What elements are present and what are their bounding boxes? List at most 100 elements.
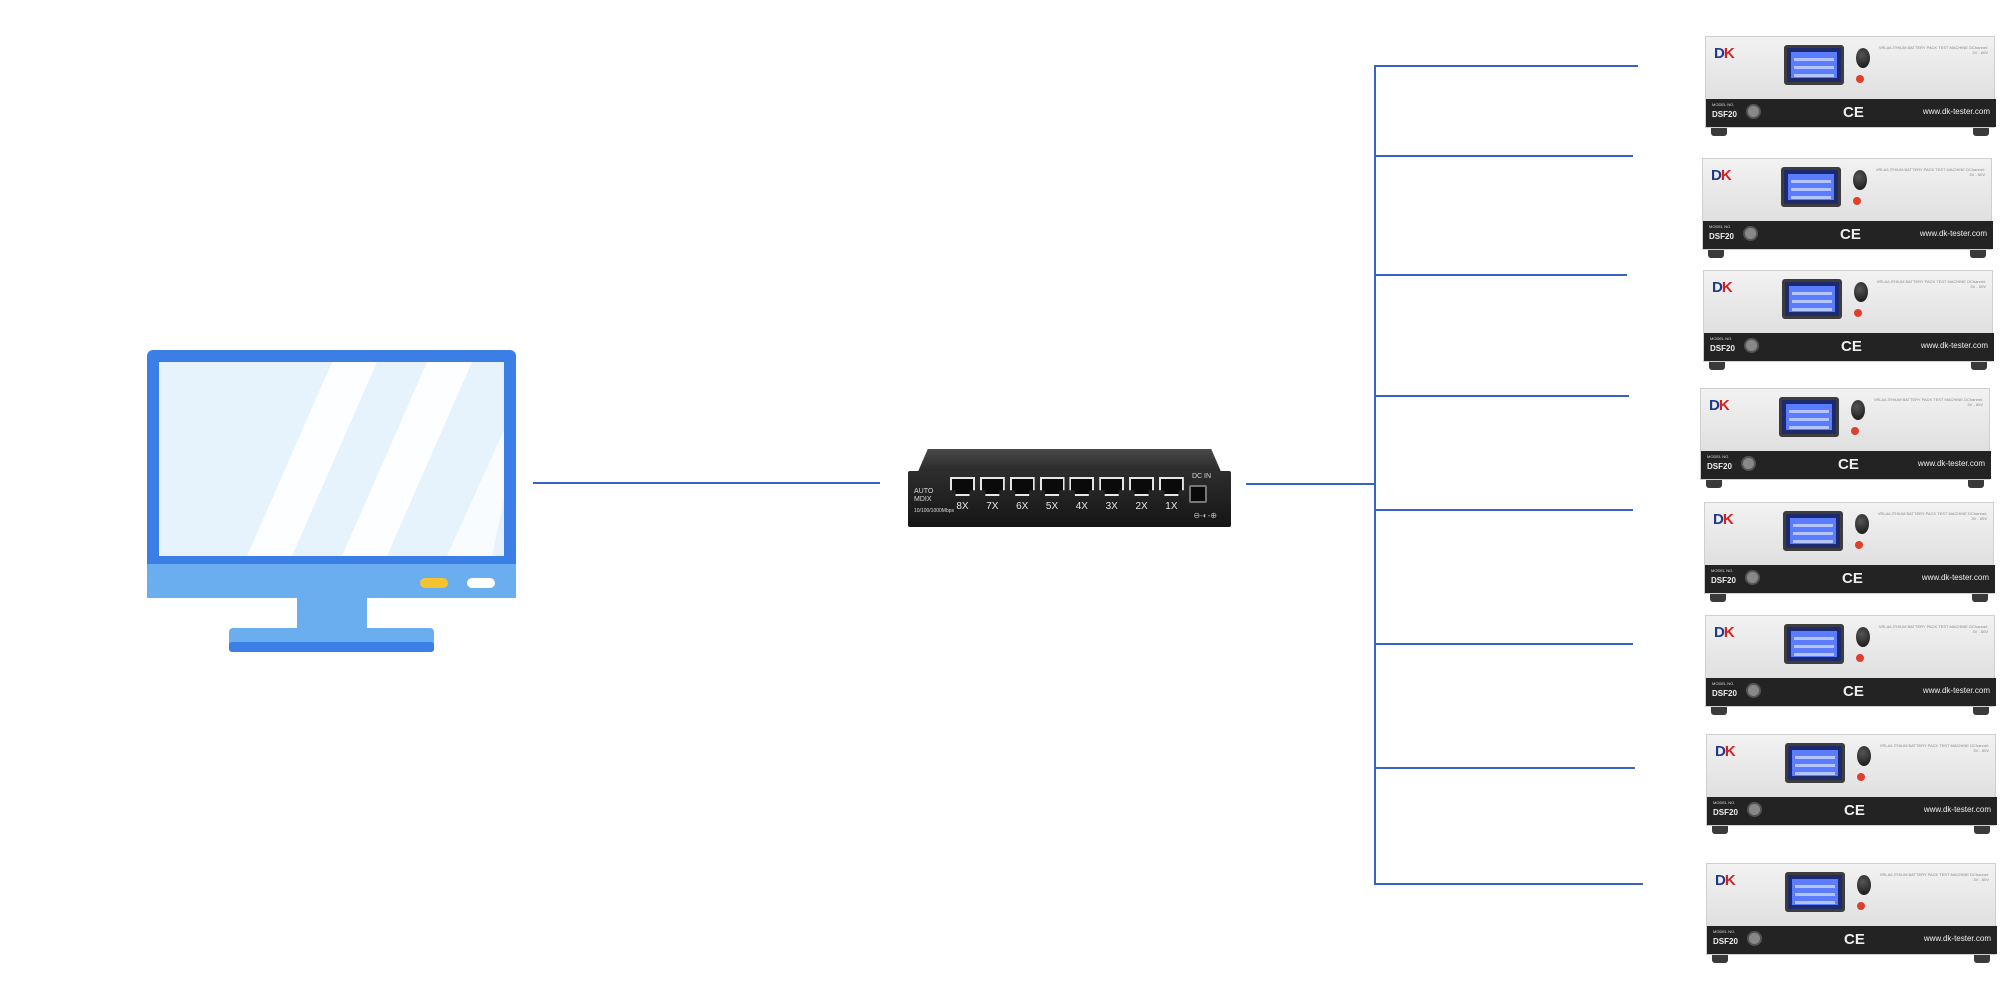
battery-tester-icon: DK VRLA/LITHIUM BATTERY PACK TEST MACHIN… — [1705, 36, 1996, 138]
led-icon — [1857, 902, 1865, 910]
network-switch-icon: AUTO MDIX 10/100/1000Mbps DC IN 8X 7X 6X… — [908, 449, 1231, 527]
led-icon — [1856, 654, 1864, 662]
tester-bottom-strip: MODEL NO. DSF20 CE www.dk-tester.com — [1706, 99, 1996, 127]
brand-logo: DK — [1713, 511, 1734, 528]
website-label: www.dk-tester.com — [1923, 805, 1991, 814]
tester-foot — [1972, 594, 1988, 602]
screen-glare-2 — [342, 362, 472, 556]
tester-foot — [1712, 955, 1728, 963]
connector-icon — [1741, 456, 1756, 471]
tester-body: DK VRLA/LITHIUM BATTERY PACK TEST MACHIN… — [1704, 502, 1995, 594]
desktop-monitor-icon — [147, 350, 516, 652]
ce-mark: CE — [1838, 456, 1859, 473]
led-icon — [1856, 75, 1864, 83]
knob-icon — [1853, 170, 1867, 190]
connector-icon — [1744, 338, 1759, 353]
website-label: www.dk-tester.com — [1920, 341, 1988, 350]
connector-icon — [1747, 931, 1762, 946]
connector-icon — [1745, 570, 1760, 585]
rj45-port-icon — [1009, 477, 1035, 496]
battery-tester-icon: DK VRLA/LITHIUM BATTERY PACK TEST MACHIN… — [1706, 863, 1997, 965]
tester-bottom-strip: MODEL NO. DSF20 CE www.dk-tester.com — [1704, 333, 1994, 361]
tester-body: DK VRLA/LITHIUM BATTERY PACK TEST MACHIN… — [1705, 615, 1996, 707]
tester-foot — [1712, 826, 1728, 834]
ethernet-port: 3X — [1099, 477, 1125, 512]
model-caption: MODEL NO. — [1713, 929, 1736, 934]
tester-foot — [1708, 250, 1724, 258]
lcd-display-icon — [1784, 45, 1844, 85]
ce-mark: CE — [1841, 338, 1862, 355]
ethernet-port: 8X — [950, 477, 975, 512]
port-label: 1X — [1165, 501, 1178, 512]
polarity-symbol: ⊖-◐-⊕ — [1193, 511, 1217, 520]
port-label: 6X — [1016, 501, 1029, 512]
tester-foot — [1706, 480, 1722, 488]
ce-mark: CE — [1843, 683, 1864, 700]
lcd-display-icon — [1781, 167, 1841, 207]
knob-icon — [1856, 48, 1870, 68]
tester-body: DK VRLA/LITHIUM BATTERY PACK TEST MACHIN… — [1706, 863, 1997, 955]
tester-bottom-strip: MODEL NO. DSF20 CE www.dk-tester.com — [1707, 926, 1997, 954]
lcd-display-icon — [1785, 743, 1845, 783]
tester-foot — [1711, 128, 1727, 136]
ethernet-ports: 8X 7X 6X 5X 4X 3X 2X 1X — [950, 477, 1184, 512]
lcd-display-icon — [1785, 872, 1845, 912]
website-label: www.dk-tester.com — [1921, 573, 1989, 582]
auto-mdix-label: AUTO MDIX — [914, 488, 934, 503]
ethernet-port: 6X — [1009, 477, 1035, 512]
speed-label: 10/100/1000Mbps — [914, 508, 955, 514]
website-label: www.dk-tester.com — [1922, 107, 1990, 116]
model-caption: MODEL NO. — [1709, 224, 1732, 229]
rj45-port-icon — [1039, 477, 1065, 496]
tester-bottom-strip: MODEL NO. DSF20 CE www.dk-tester.com — [1701, 451, 1991, 479]
tester-body: DK VRLA/LITHIUM BATTERY PACK TEST MACHIN… — [1703, 270, 1994, 362]
model-caption: MODEL NO. — [1712, 102, 1735, 107]
knob-icon — [1851, 400, 1865, 420]
indicator-yellow — [420, 578, 448, 588]
tester-header: VRLA/LITHIUM BATTERY PACK TEST MACHINE D… — [1878, 45, 1988, 55]
model-number: DSF20 — [1707, 462, 1732, 471]
lcd-display-icon — [1779, 397, 1839, 437]
tester-foot — [1709, 362, 1725, 370]
battery-tester-icon: DK VRLA/LITHIUM BATTERY PACK TEST MACHIN… — [1706, 734, 1997, 836]
model-caption: MODEL NO. — [1713, 800, 1736, 805]
tester-header: VRLA/LITHIUM BATTERY PACK TEST MACHINE D… — [1876, 279, 1986, 289]
port-label: 2X — [1135, 501, 1148, 512]
dc-in-label: DC IN — [1191, 473, 1211, 480]
knob-icon — [1857, 746, 1871, 766]
ce-mark: CE — [1842, 570, 1863, 587]
model-number: DSF20 — [1710, 344, 1735, 353]
tester-foot — [1968, 480, 1984, 488]
tester-foot — [1971, 362, 1987, 370]
tester-header: VRLA/LITHIUM BATTERY PACK TEST MACHINE D… — [1873, 397, 1983, 407]
connector-icon — [1747, 802, 1762, 817]
tester-foot — [1710, 594, 1726, 602]
switch-front-panel: AUTO MDIX 10/100/1000Mbps DC IN 8X 7X 6X… — [908, 471, 1231, 527]
lcd-display-icon — [1784, 624, 1844, 664]
knob-icon — [1857, 875, 1871, 895]
monitor-neck — [297, 598, 367, 628]
led-icon — [1853, 197, 1861, 205]
port-label: 3X — [1105, 501, 1118, 512]
model-number: DSF20 — [1713, 808, 1738, 817]
battery-tester-icon: DK VRLA/LITHIUM BATTERY PACK TEST MACHIN… — [1703, 270, 1994, 372]
brand-logo: DK — [1715, 872, 1736, 889]
brand-logo: DK — [1711, 167, 1732, 184]
tester-foot — [1974, 955, 1990, 963]
rj45-port-icon — [979, 477, 1005, 496]
website-label: www.dk-tester.com — [1922, 686, 1990, 695]
rj45-port-icon — [1099, 477, 1125, 496]
connector-icon — [1746, 104, 1761, 119]
battery-tester-icon: DK VRLA/LITHIUM BATTERY PACK TEST MACHIN… — [1704, 502, 1995, 604]
battery-tester-icon: DK VRLA/LITHIUM BATTERY PACK TEST MACHIN… — [1700, 388, 1991, 490]
tester-bottom-strip: MODEL NO. DSF20 CE www.dk-tester.com — [1707, 797, 1997, 825]
led-icon — [1851, 427, 1859, 435]
monitor-base-shadow — [229, 642, 434, 652]
dc-jack-icon — [1189, 485, 1207, 503]
tester-body: DK VRLA/LITHIUM BATTERY PACK TEST MACHIN… — [1705, 36, 1996, 128]
tester-header: VRLA/LITHIUM BATTERY PACK TEST MACHINE D… — [1879, 743, 1989, 753]
model-number: DSF20 — [1713, 937, 1738, 946]
tester-bottom-strip: MODEL NO. DSF20 CE www.dk-tester.com — [1705, 565, 1995, 593]
